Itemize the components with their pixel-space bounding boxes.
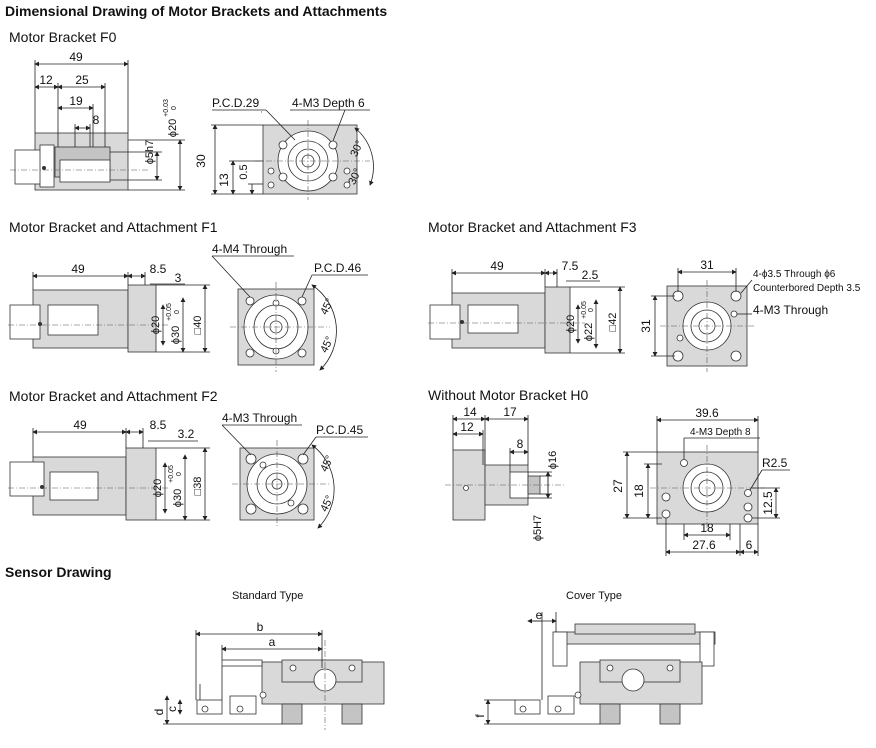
f2-pcd: P.C.D.45	[316, 423, 363, 437]
f0-dim-49: 49	[69, 50, 83, 64]
f1-dim-8-5: 8.5	[150, 262, 167, 276]
f1-pcd: P.C.D.46	[314, 261, 361, 275]
sensor-dim-a: a	[269, 635, 276, 649]
f1-tol-top: +0.05	[166, 303, 173, 321]
f2-dim-20: ϕ20	[152, 479, 164, 497]
h0-dim-14: 14	[463, 405, 477, 419]
f3-tol-top: +0.05	[581, 301, 588, 319]
sensor-dim-b: b	[257, 620, 264, 634]
f0-dim-8: 8	[93, 113, 100, 127]
f0-dim-20: ϕ20	[167, 119, 179, 137]
h0-dim-5h7: ϕ5H7	[532, 515, 544, 541]
sensor-cover-drawing	[484, 612, 716, 725]
sensor-standard-drawing	[163, 630, 385, 730]
standard-type-label: Standard Type	[232, 590, 304, 602]
f2-front-view	[221, 424, 368, 529]
h0-radius: R2.5	[762, 456, 788, 470]
f0-side-view	[10, 60, 185, 191]
h0-dim-8: 8	[517, 437, 524, 451]
f3-dim-7-5: 7.5	[562, 259, 579, 273]
f3-tol-bot: 0	[588, 308, 595, 312]
sensor-dim-f: f	[473, 714, 487, 718]
f3-dim-2-5: 2.5	[582, 268, 599, 282]
sensor-dim-c: c	[165, 706, 179, 712]
f0-dim-5h7: ϕ5h7	[144, 140, 156, 165]
h0-dim-12: 12	[460, 420, 474, 434]
sensor-drawing-title: Sensor Drawing	[5, 564, 112, 580]
f3-dim-20: ϕ20	[565, 315, 577, 333]
f2-dim-8-5: 8.5	[150, 418, 167, 432]
h0-holes: 4-M3 Depth 8	[690, 427, 751, 438]
f3-holes-counterbore: 4-ϕ3.5 Through ϕ6	[753, 269, 836, 280]
f0-dim-25: 25	[75, 73, 89, 87]
f0-dim-0-5: 0.5	[238, 164, 250, 179]
sensor-dim-e: e	[536, 608, 543, 622]
f3-holes-counterbore-depth: Counterbored Depth 3.5	[753, 283, 861, 294]
f2-dim-49: 49	[73, 418, 87, 432]
h0-dim-17: 17	[503, 405, 517, 419]
f0-dim-13: 13	[217, 173, 231, 187]
h0-dim-16: ϕ16	[547, 451, 559, 469]
f1-tol-bot: 0	[174, 310, 181, 314]
f3-dim-22: ϕ22	[583, 323, 595, 341]
h0-dim-12-5: 12.5	[761, 491, 775, 515]
f1-holes: 4-M4 Through	[212, 242, 287, 256]
h0-dim-27: 27	[611, 479, 625, 493]
f3-dim-31-top: 31	[700, 258, 714, 272]
f1-side-view	[8, 272, 210, 353]
cover-type-label: Cover Type	[566, 590, 623, 602]
f1-title: Motor Bracket and Attachment F1	[9, 219, 218, 235]
h0-dim-18-horizontal: 18	[700, 521, 714, 535]
f0-title: Motor Bracket F0	[9, 29, 117, 45]
f0-holes: 4-M3 Depth 6	[292, 96, 365, 110]
f1-front-view	[211, 255, 368, 372]
h0-dim-39-6: 39.6	[695, 406, 719, 420]
f0-tol-top: +0.03	[163, 99, 170, 117]
f3-dim-49: 49	[490, 259, 504, 273]
f3-side-view	[428, 269, 625, 354]
dimensional-drawing-title: Dimensional Drawing of Motor Brackets an…	[5, 3, 388, 19]
f2-sq-38: □38	[192, 477, 204, 496]
sensor-dim-d: d	[152, 709, 166, 716]
f0-dim-19: 19	[69, 94, 83, 108]
f3-dim-31-side: 31	[639, 319, 653, 333]
f2-dim-3-2: 3.2	[178, 427, 195, 441]
f3-front-view	[651, 268, 755, 372]
f3-title: Motor Bracket and Attachment F3	[428, 219, 637, 235]
h0-dim-18-vertical: 18	[632, 484, 646, 498]
f2-holes: 4-M3 Through	[222, 411, 297, 425]
h0-side-view	[445, 415, 565, 521]
f0-dim-30: 30	[194, 154, 208, 168]
h0-dim-27-6: 27.6	[692, 538, 716, 552]
f0-tol-bot: 0	[171, 106, 178, 110]
h0-title: Without Motor Bracket H0	[428, 387, 589, 403]
f1-sq-40: □40	[192, 316, 204, 335]
f3-sq-42: □42	[607, 313, 619, 332]
f3-holes-through: 4-M3 Through	[753, 303, 828, 317]
f2-tol-bot: 0	[176, 472, 183, 476]
f2-tol-top: +0.05	[168, 465, 175, 483]
f2-side-view	[8, 428, 210, 521]
f2-title: Motor Bracket and Attachment F2	[9, 388, 218, 404]
f1-dim-20: ϕ20	[150, 316, 162, 334]
f2-angle-45-top: 45°	[318, 454, 336, 474]
f1-dim-3: 3	[175, 271, 182, 285]
f0-pcd: P.C.D.29	[212, 96, 259, 110]
h0-front-view	[623, 416, 790, 556]
f1-dim-49: 49	[71, 262, 85, 276]
f2-dim-30: ϕ30	[172, 489, 184, 507]
f0-dim-12: 12	[39, 73, 53, 87]
f0-front-view	[211, 109, 374, 200]
f1-angle-45-bottom: 45°	[318, 335, 336, 355]
h0-dim-6: 6	[746, 538, 753, 552]
f1-dim-30: ϕ30	[170, 326, 182, 344]
